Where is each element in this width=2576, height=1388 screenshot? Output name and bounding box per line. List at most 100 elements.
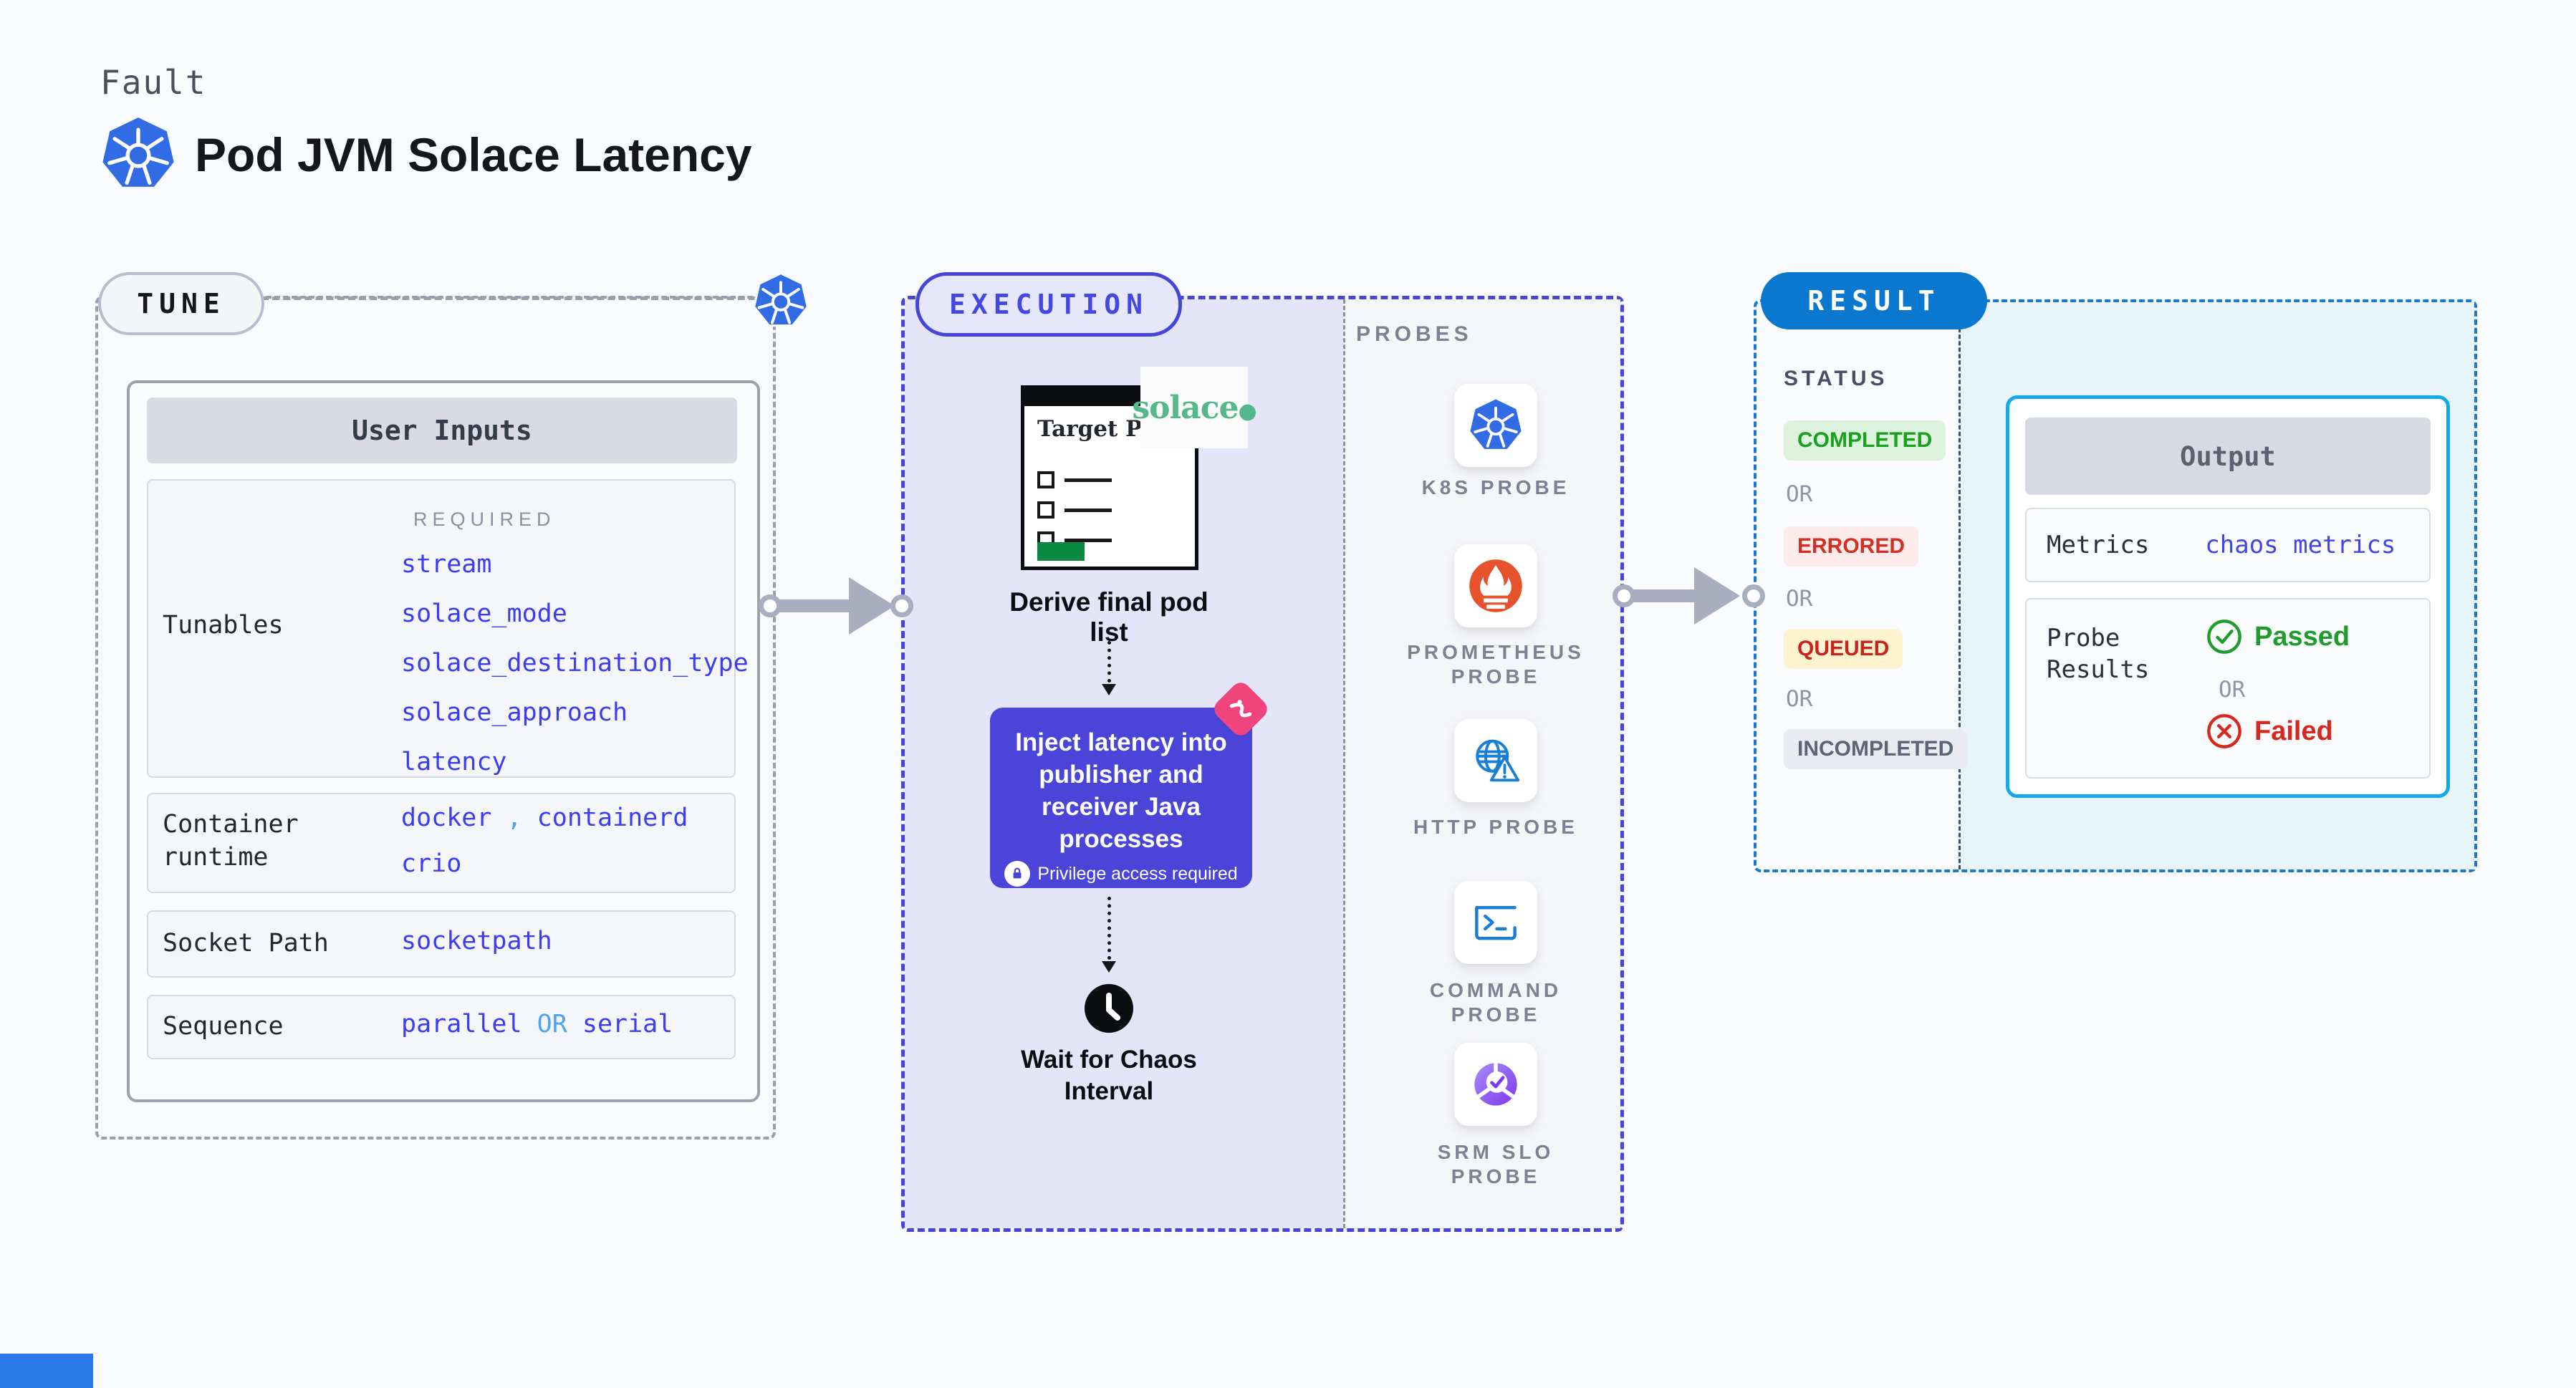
sequence-label: Sequence	[163, 1012, 284, 1041]
http-probe-card	[1454, 719, 1537, 802]
tune-to-execution-arrow	[777, 599, 849, 612]
probe-results-label: Probe Results	[2047, 624, 2150, 684]
socket-path-label: Socket Path	[163, 929, 329, 958]
or-label: OR	[1786, 586, 1813, 612]
failed-result: Failed	[2206, 713, 2333, 750]
kubernetes-icon	[752, 271, 809, 331]
socket-path-value: socketpath	[401, 927, 552, 955]
output-header: Output	[2025, 418, 2431, 495]
result-divider	[1959, 302, 1961, 869]
probes-heading: PROBES	[1356, 322, 1473, 346]
check-circle-icon	[2207, 620, 2241, 654]
value-serial: serial	[582, 1010, 673, 1038]
http-probe-label: HTTP PROBE	[1413, 816, 1578, 838]
slo-donut-icon	[1474, 1061, 1517, 1106]
connector-dot	[1742, 584, 1765, 607]
inject-latency-text: Inject latency into publisher and receiv…	[1015, 728, 1227, 853]
connector-dot	[890, 594, 913, 617]
value-separator: ,	[506, 804, 522, 832]
sequence-values: parallel OR serial	[401, 1010, 673, 1038]
command-probe-card	[1454, 881, 1537, 964]
http-globe-icon	[1476, 739, 1520, 782]
passed-result: Passed	[2206, 618, 2350, 655]
tunable-link-latency[interactable]: latency	[401, 748, 507, 776]
sequence-or: OR	[537, 1010, 567, 1038]
chaos-metrics-link[interactable]: chaos metrics	[2205, 531, 2396, 559]
tunable-link-solace-approach[interactable]: solace_approach	[401, 698, 628, 727]
pod-line	[1064, 478, 1112, 482]
value-docker: docker	[401, 804, 492, 832]
user-inputs-header: User Inputs	[147, 397, 737, 463]
command-probe-label: COMMAND PROBE	[1429, 979, 1562, 1026]
prometheus-probe-label: PROMETHEUS PROBE	[1407, 641, 1585, 688]
window-green-button	[1037, 542, 1085, 561]
wait-chaos-interval-label: Wait for Chaos Interval	[1021, 1046, 1197, 1105]
k8s-probe-label: K8S PROBE	[1421, 476, 1570, 498]
bottom-blue-bar	[0, 1354, 93, 1388]
or-label: OR	[1786, 481, 1813, 507]
required-label: REQUIRED	[413, 509, 556, 530]
value-crio: crio	[401, 849, 462, 878]
solace-logo: solace●	[1132, 367, 1257, 448]
arrow-head-icon	[1102, 961, 1116, 973]
kubernetes-icon	[1470, 399, 1522, 449]
metrics-label: Metrics	[2047, 531, 2150, 559]
connector-dot	[759, 594, 782, 617]
metrics-row: Metrics chaos metrics	[2025, 508, 2431, 582]
execution-to-result-arrow	[1631, 589, 1694, 602]
pod-line	[1064, 509, 1112, 512]
inject-latency-step: Inject latency into publisher and receiv…	[990, 708, 1252, 888]
pod-line	[1064, 539, 1112, 542]
srm-slo-probe-label: SRM SLO PROBE	[1437, 1141, 1554, 1187]
status-badge-errored: ERRORED	[1784, 526, 1919, 567]
connector-dot	[1613, 584, 1635, 607]
page-title: Pod JVM Solace Latency	[195, 128, 752, 181]
result-section-badge: RESULT	[1761, 272, 1987, 329]
chaos-pink-icon	[1210, 678, 1272, 740]
prometheus-probe-card	[1454, 544, 1537, 627]
srm-slo-probe-card	[1454, 1043, 1537, 1126]
tunable-link-stream[interactable]: stream	[401, 550, 492, 579]
x-circle-icon	[2207, 714, 2241, 748]
derive-pod-list-label: Derive final pod list	[1009, 587, 1208, 647]
pod-checkbox	[1037, 471, 1054, 488]
tunables-label: Tunables	[163, 611, 284, 640]
tunables-row	[147, 479, 736, 778]
arrow-head-icon	[1694, 567, 1740, 625]
status-badge-incompleted: INCOMPLETED	[1784, 729, 1968, 769]
status-badge-completed: COMPLETED	[1784, 420, 1946, 461]
fault-eyebrow: Fault	[100, 63, 207, 102]
sequence-row	[147, 995, 736, 1059]
flow-dotted-line	[1107, 641, 1111, 683]
container-runtime-row	[147, 793, 736, 893]
status-heading: STATUS	[1784, 367, 1888, 390]
arrow-head-icon	[849, 577, 895, 635]
or-label: OR	[2219, 677, 2246, 703]
k8s-probe-card	[1454, 384, 1537, 467]
or-label: OR	[1786, 686, 1813, 712]
status-badge-queued: QUEUED	[1784, 629, 1903, 669]
tunable-links: stream solace_mode solace_destination_ty…	[401, 550, 749, 797]
arrow-head-icon	[1102, 684, 1116, 695]
tunable-link-solace-destination-type[interactable]: solace_destination_type	[401, 649, 749, 678]
lock-icon	[1004, 861, 1031, 887]
pod-checkbox	[1037, 501, 1054, 519]
probe-results-row: Probe Results Passed OR Failed	[2025, 598, 2431, 779]
tune-section-badge: TUNE	[98, 272, 264, 335]
value-parallel: parallel	[401, 1010, 522, 1038]
clock-icon	[1085, 984, 1133, 1033]
tunable-link-solace-mode[interactable]: solace_mode	[401, 599, 567, 628]
output-card: Output Metrics chaos metrics Probe Resul…	[2006, 395, 2450, 798]
tune-dashed-connector	[261, 297, 756, 300]
container-runtime-values-line1: docker , containerd	[401, 804, 688, 832]
prometheus-icon	[1469, 559, 1522, 612]
kubernetes-icon	[100, 115, 176, 193]
container-runtime-label: Container runtime	[163, 810, 299, 872]
flow-dotted-line	[1107, 897, 1111, 960]
privilege-note: Privilege access required	[1037, 863, 1238, 884]
socket-path-row	[147, 910, 736, 978]
execution-section-badge: EXECUTION	[915, 272, 1182, 337]
value-containerd: containerd	[537, 804, 688, 832]
terminal-icon	[1475, 906, 1517, 940]
probes-divider	[1343, 299, 1345, 1228]
